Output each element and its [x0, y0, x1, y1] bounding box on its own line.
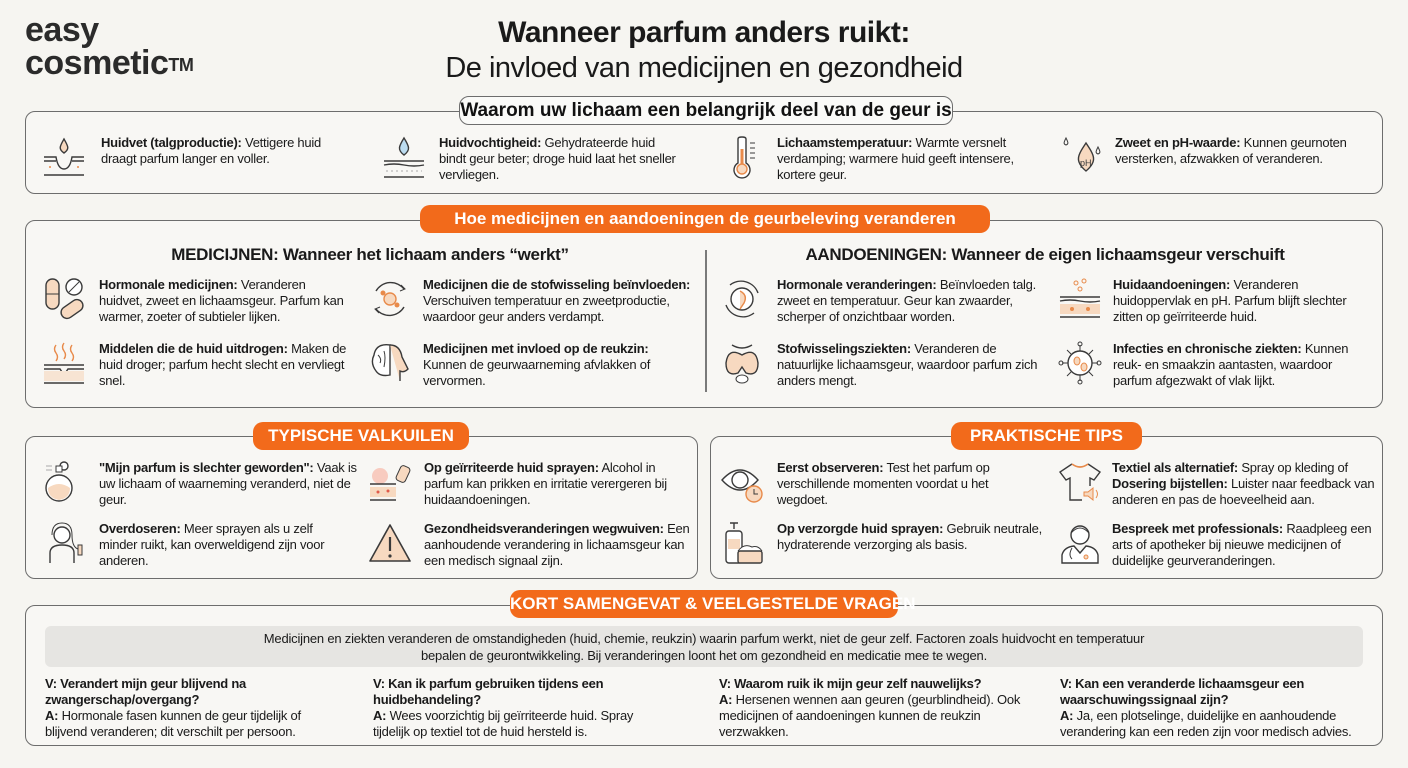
thyroid-icon: [725, 344, 759, 384]
body-item-sebum: Huidvet (talgproductie): Vettigere huid …: [101, 135, 321, 166]
tip-item-observe: Eerst observeren: Test het parfum op ver…: [777, 460, 990, 507]
faq-item: V: Kan een veranderde lichaamsgeur een w…: [1060, 676, 1352, 739]
skin-condition-icon: [1059, 278, 1101, 318]
faq-question: V: Verandert mijn geur blijvend na zwang…: [45, 676, 246, 707]
medicines-heading: MEDICIJNEN: Wanneer het lichaam anders “…: [171, 245, 569, 264]
tip-item-professionals: Bespreek met professionals: Raadpleeg ee…: [1112, 521, 1372, 568]
brain-nose-icon: [371, 344, 409, 381]
hormonal-cycle-icon: [725, 280, 759, 318]
influence-section-label: Hoe medicijnen en aandoeningen de geurbe…: [420, 205, 990, 233]
faq-answer: Hersenen wennen aan geuren (geurblindhei…: [719, 692, 1021, 739]
pitfalls-label: TYPISCHE VALKUILEN: [253, 422, 469, 450]
pitfall-item-overdosing: Overdoseren: Meer sprayen als u zelf min…: [99, 521, 325, 568]
pills-icon: [45, 278, 84, 320]
tip-item-textile-dosing: Textiel als alternatief: Spray op kledin…: [1112, 460, 1375, 507]
brand-logo: easy cosmeticTM: [25, 11, 194, 82]
summary-label: KORT SAMENGEVAT & VEELGESTELDE VRAGEN: [510, 590, 916, 618]
logo-line-2: cosmetic: [25, 44, 169, 82]
summary-text: Medicijnen en ziekten veranderen de omst…: [45, 626, 1363, 667]
tips-section: [710, 436, 1383, 579]
person-spraying-icon: [49, 522, 83, 563]
summary-line-2: bepalen de geurontwikkeling. Bij verande…: [421, 648, 987, 663]
medicine-item-metabolism: Medicijnen die de stofwisseling beïnvloe…: [423, 277, 691, 324]
faq-item: V: Kan ik parfum gebruiken tijdens een h…: [373, 676, 634, 739]
body-item-sweat-ph: Zweet en pH-waarde: Kunnen geurnoten ver…: [1115, 135, 1347, 166]
svg-text:pH: pH: [1080, 158, 1092, 168]
tips-label: PRAKTISCHE TIPS: [951, 422, 1142, 450]
lotion-icon: [725, 522, 763, 564]
logo-line-1: easy: [25, 11, 99, 49]
pitfall-item-worse: "Mijn parfum is slechter geworden": Vaak…: [99, 460, 357, 507]
faq-item: V: Waarom ruik ik mijn geur zelf nauweli…: [719, 676, 1021, 739]
condition-item-metabolic: Stofwisselingsziekten: Veranderen de nat…: [777, 341, 1038, 388]
faq-question: V: Kan een veranderde lichaamsgeur een w…: [1060, 676, 1305, 707]
shirt-speaker-icon: [1058, 463, 1102, 502]
logo-trademark: TM: [168, 55, 194, 75]
condition-item-skin: Huidaandoeningen: Veranderen huidoppervl…: [1113, 277, 1347, 324]
faq-question: V: Kan ik parfum gebruiken tijdens een h…: [373, 676, 604, 707]
medicine-item-drying: Middelen die de huid uitdrogen: Maken de…: [99, 341, 347, 388]
perfume-bottle-icon: [45, 461, 73, 502]
summary-line-1: Medicijnen en ziekten veranderen de omst…: [263, 631, 1145, 646]
body-item-moisture: Huidvochtigheid: Gehydrateerde huid bind…: [439, 135, 676, 182]
skin-moisture-icon: [383, 136, 425, 178]
doctor-icon: [1061, 525, 1099, 564]
faq-answer: Wees voorzichtig bij geïrriteerde huid. …: [373, 708, 634, 739]
eye-clock-icon: [721, 469, 763, 503]
faq-answer: Ja, een plotselinge, duidelijke en aanho…: [1060, 708, 1352, 739]
medicine-item-hormonal: Hormonale medicijnen: Veranderen huidvet…: [99, 277, 344, 324]
medicine-item-smell: Medicijnen met invloed op de reukzin: Ku…: [423, 341, 651, 388]
page-subtitle: De invloed van medicijnen en gezondheid: [445, 52, 963, 84]
tip-item-cared-skin: Op verzorgde huid sprayen: Gebruik neutr…: [777, 521, 1043, 552]
spray-irritated-skin-icon: [370, 465, 411, 501]
body-section-label: Waarom uw lichaam een belangrijk deel va…: [459, 96, 953, 125]
ph-drops-icon: pH: [1063, 136, 1101, 172]
pitfall-item-ignore-health: Gezondheidsveranderingen wegwuiven: Een …: [424, 521, 690, 568]
column-divider: [705, 250, 707, 392]
metabolism-cycle-icon: [374, 281, 406, 317]
virus-icon: [1058, 341, 1102, 385]
pitfall-item-irritated-skin: Op geïrriteerde huid sprayen: Alcohol in…: [424, 460, 667, 507]
dry-skin-icon: [44, 342, 84, 384]
skin-oil-icon: [44, 137, 84, 176]
body-item-temperature: Lichaamstemperatuur: Warmte versnelt ver…: [777, 135, 1014, 182]
conditions-heading: AANDOENINGEN: Wanneer de eigen lichaamsg…: [805, 245, 1285, 264]
warning-icon: [369, 524, 411, 562]
condition-item-infections: Infecties en chronische ziekten: Kunnen …: [1113, 341, 1349, 388]
thermometer-icon: [733, 136, 755, 179]
page-title: Wanneer parfum anders ruikt:: [498, 16, 910, 49]
faq-item: V: Verandert mijn geur blijvend na zwang…: [45, 676, 301, 739]
faq-answer: Hormonale fasen kunnen de geur tijdelijk…: [45, 708, 301, 739]
influence-section: [25, 220, 1383, 408]
condition-item-hormonal: Hormonale veranderingen: Beïnvloeden tal…: [777, 277, 1037, 324]
faq-question: V: Waarom ruik ik mijn geur zelf nauweli…: [719, 676, 982, 691]
pitfalls-section: [25, 436, 698, 579]
